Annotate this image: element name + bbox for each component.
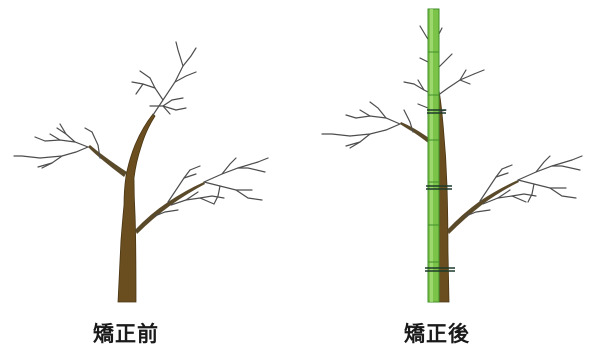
tie-bottom	[425, 267, 455, 272]
caption-after: 矯正後	[404, 322, 470, 346]
branch-after-right	[447, 180, 519, 234]
tie-middle	[426, 185, 452, 190]
caption-before: 矯正前	[93, 322, 159, 346]
tree-before-icon	[13, 41, 269, 303]
branch-before-left	[88, 145, 127, 177]
tie-bindings	[425, 109, 455, 272]
tie-top	[427, 109, 446, 114]
bamboo-stake-icon	[427, 8, 440, 303]
tree-after-icon	[321, 8, 583, 303]
branch-before-right	[135, 182, 205, 234]
trunk-before	[117, 113, 156, 303]
